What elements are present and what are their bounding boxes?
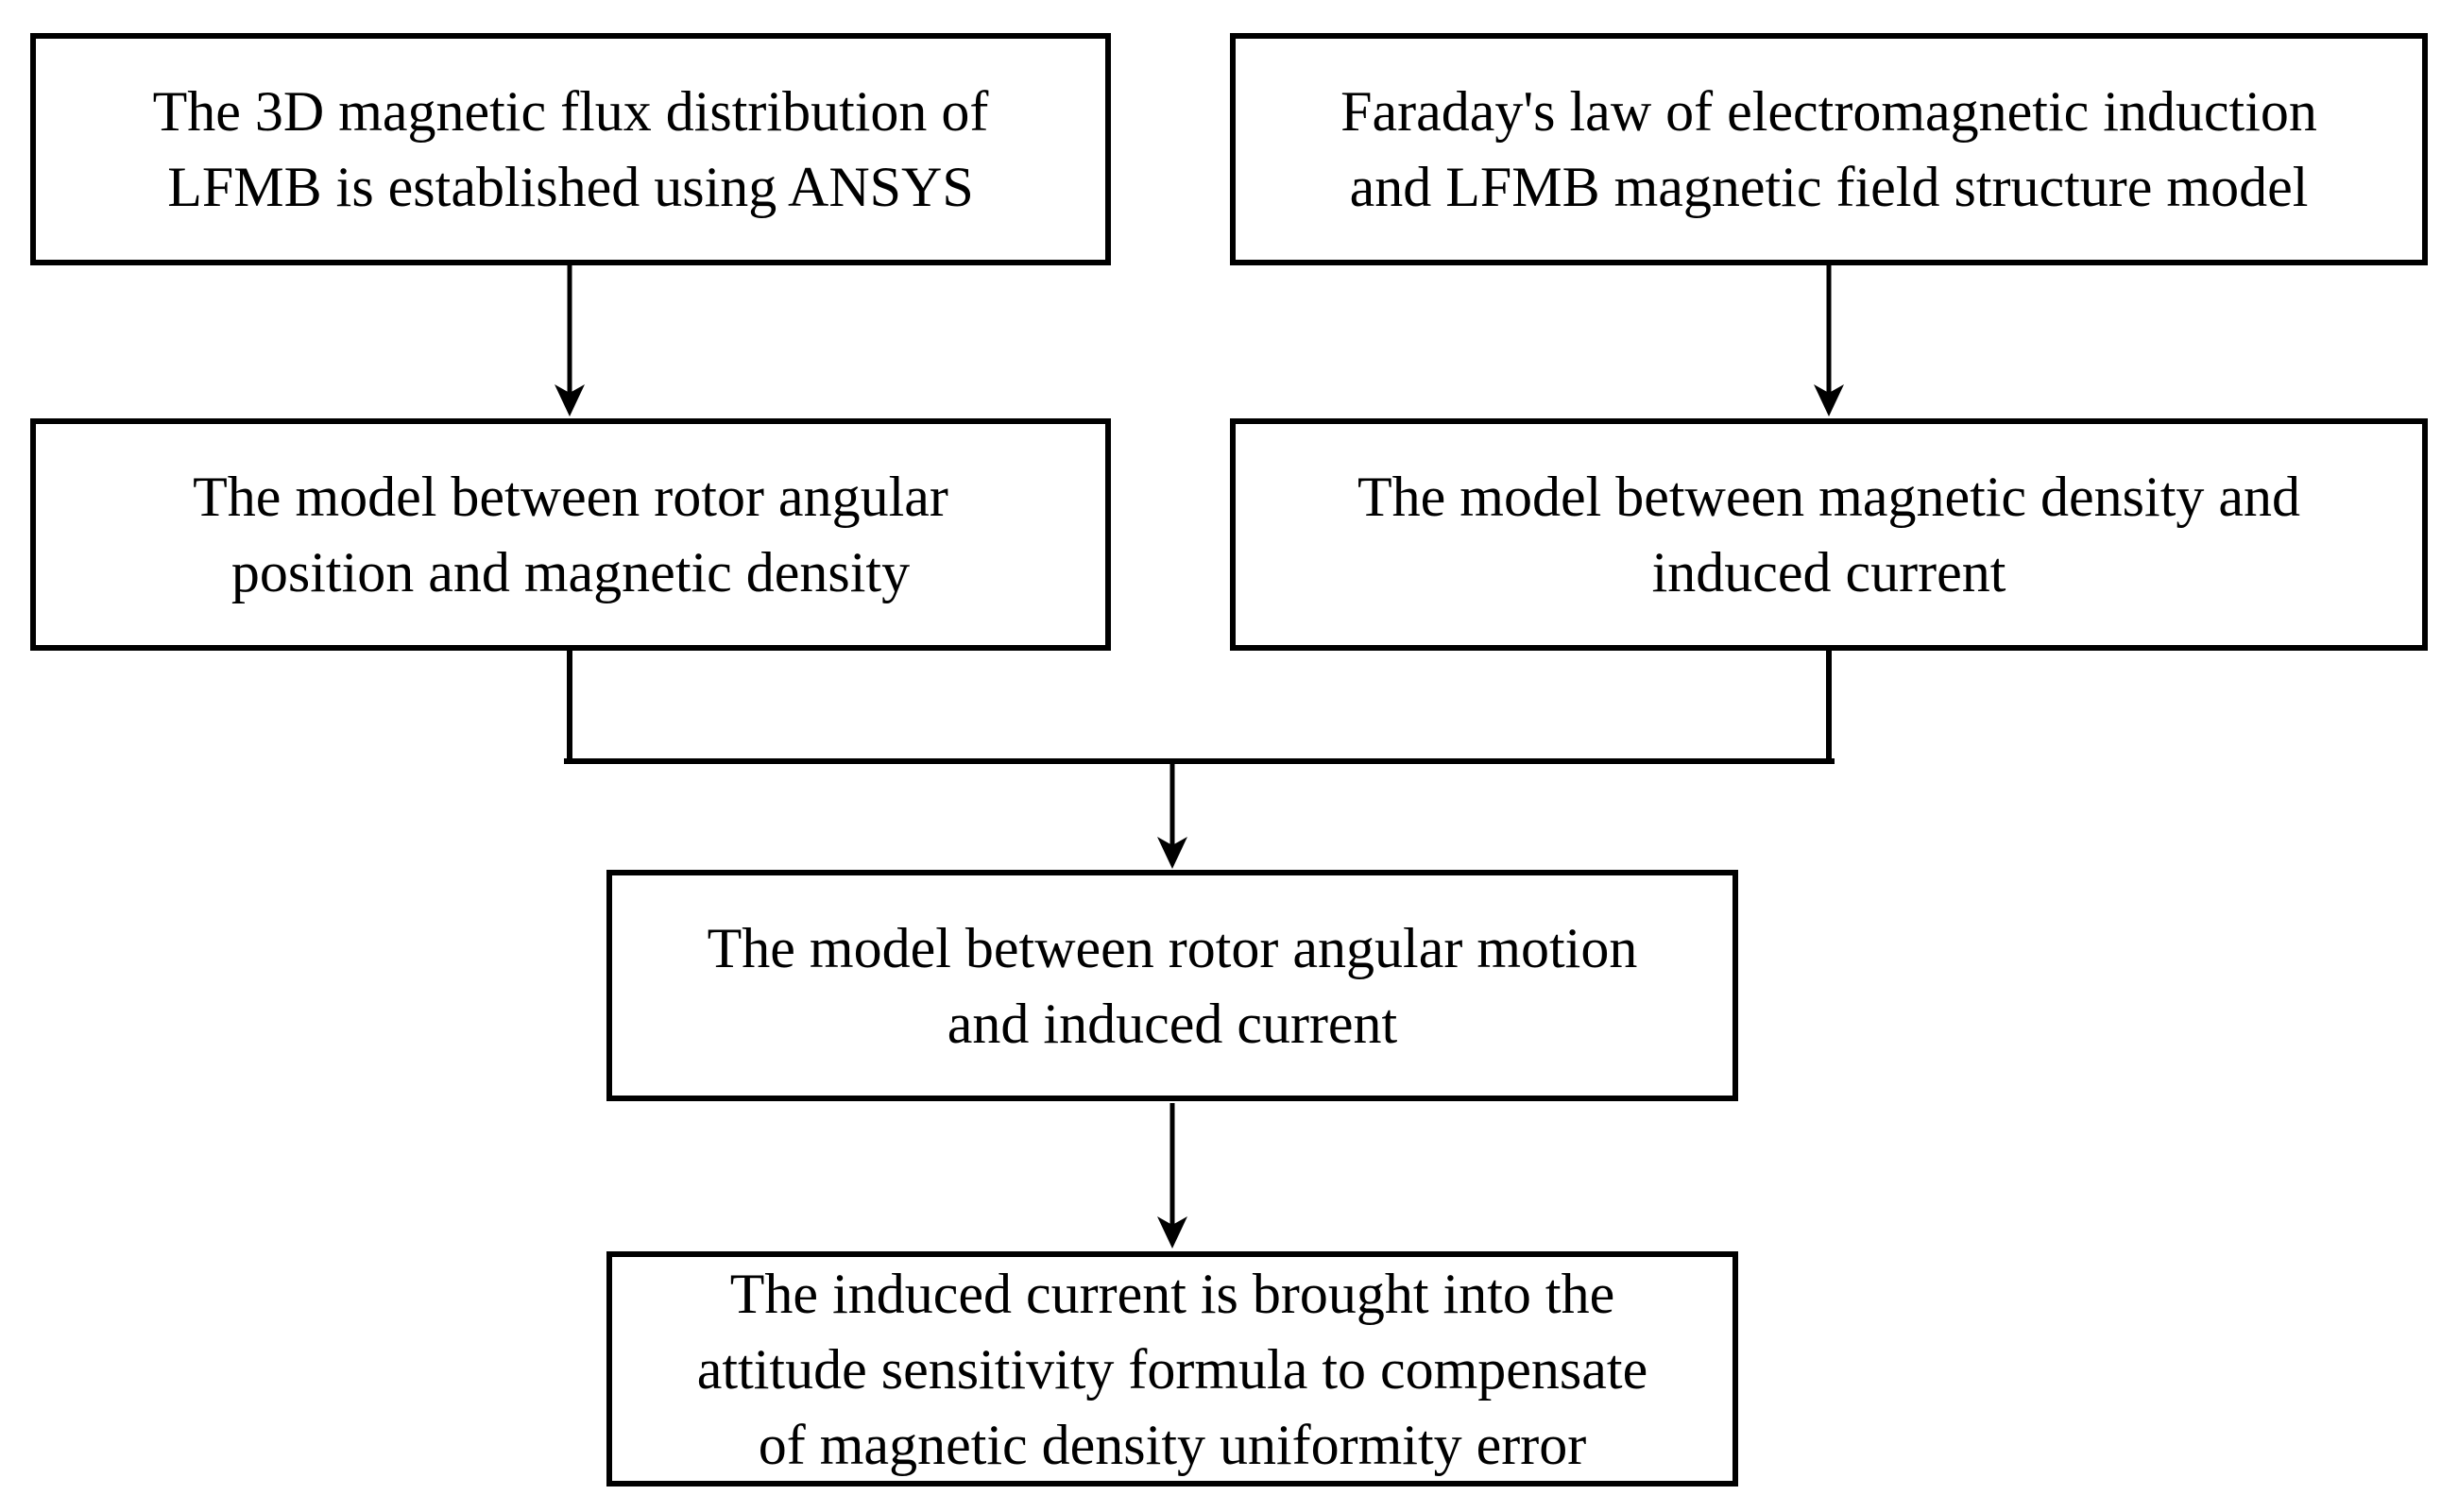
box-rotor-motion-induced-current: The model between rotor angular motion a… [606,870,1738,1101]
box-faraday-law: Faraday's law of electromagnetic inducti… [1230,33,2428,265]
box-density-current-line-2: induced current [1651,541,2006,603]
box-faraday-law-line-1: Faraday's law of electromagnetic inducti… [1340,80,2317,143]
arrow-motion-to-compensation [1157,1103,1187,1249]
box-ansys-flux-line-2: LFMB is established using ANSYS [167,156,974,218]
merge-connector [564,648,1835,764]
box-faraday-law-line-2: and LFMB magnetic field structure model [1349,156,2309,218]
box-density-current-line-1: The model between magnetic density and [1357,466,2300,528]
arrow-merge-to-motion-current [1157,761,1187,869]
box-compensation-line-2: attitude sensitivity formula to compensa… [696,1337,1648,1401]
box-magnetic-density-induced-current: The model between magnetic density and i… [1230,418,2428,651]
box-compensation-line-3: of magnetic density uniformity error [758,1413,1587,1476]
box-rotor-position-line-1: The model between rotor angular [193,466,948,528]
box-ansys-flux-line-1: The 3D magnetic flux distribution of [152,80,989,143]
box-rotor-position-line-2: position and magnetic density [230,541,911,603]
box-compensation: The induced current is brought into the … [606,1251,1738,1487]
arrow-ansys-to-rotor-position [555,265,585,416]
arrow-faraday-to-density-current [1814,265,1844,416]
box-motion-current-line-1: The model between rotor angular motion [707,916,1638,979]
box-compensation-line-1: The induced current is brought into the [729,1262,1615,1325]
box-motion-current-line-2: and induced current [947,992,1398,1055]
box-rotor-position-magnetic-density: The model between rotor angular position… [30,418,1111,651]
box-ansys-flux: The 3D magnetic flux distribution of LFM… [30,33,1111,265]
